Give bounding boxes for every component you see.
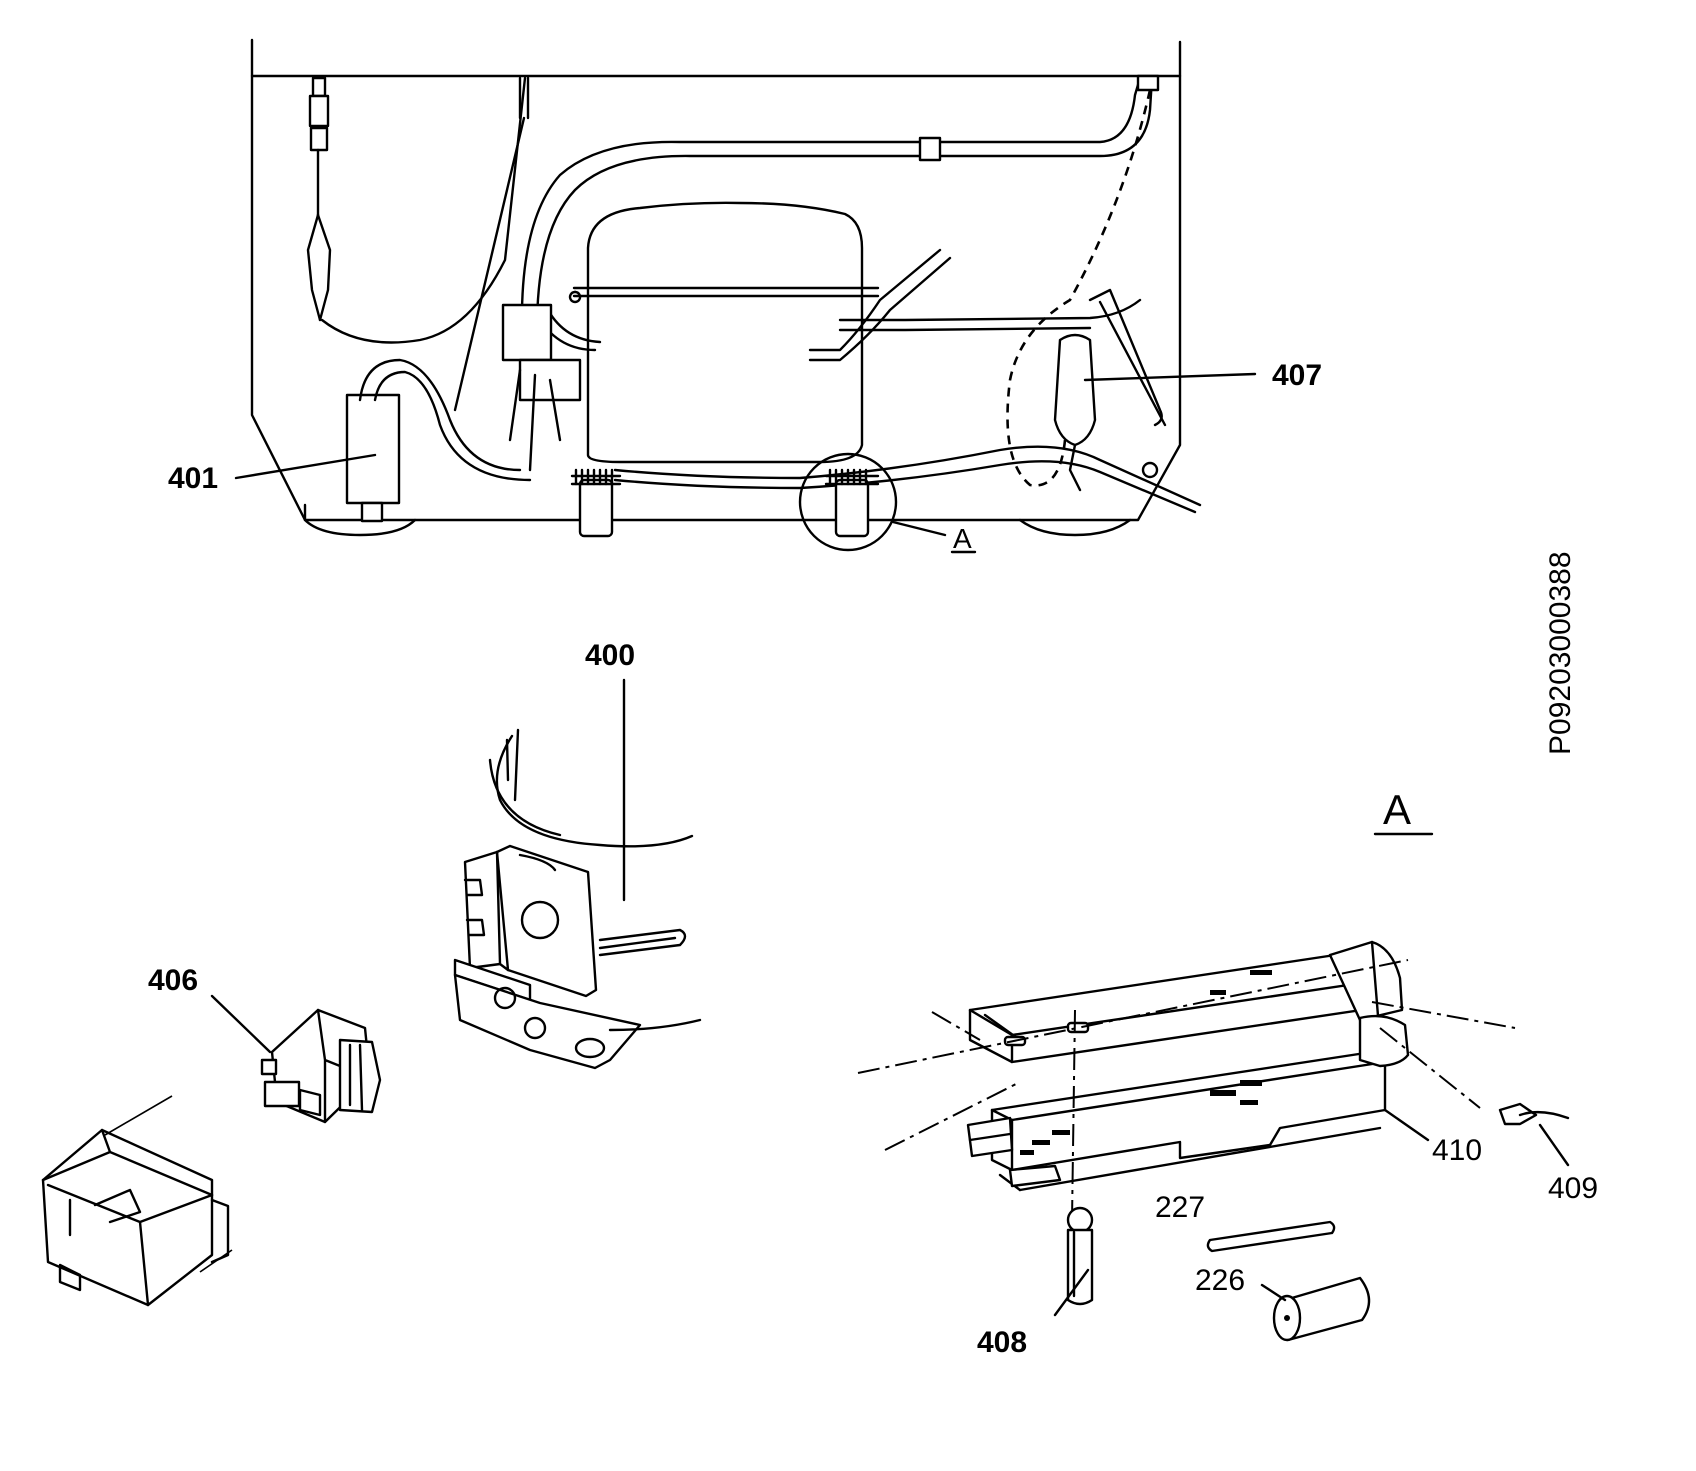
filter-drier-407 <box>1006 89 1167 492</box>
sleeve-226 <box>1272 1276 1371 1342</box>
wiring-harness <box>306 76 530 412</box>
detail-circle-a <box>798 452 898 552</box>
part-label-226: 226 <box>1195 1264 1245 1297</box>
part-label-227: 227 <box>1155 1191 1205 1224</box>
leader-409 <box>1538 1123 1570 1167</box>
mounting-grommet <box>824 468 880 538</box>
leader-226 <box>1260 1283 1287 1302</box>
part-label-401: 401 <box>168 462 218 495</box>
clip-409 <box>1498 1102 1570 1126</box>
part-label-407: 407 <box>1272 359 1322 392</box>
part-label-408: 408 <box>977 1326 1027 1359</box>
compressor <box>538 201 1142 464</box>
cabinet-base-assembly: A <box>250 38 1202 554</box>
leader-407 <box>1083 372 1257 382</box>
relay-406 <box>260 1008 382 1124</box>
starter-relay <box>501 303 582 472</box>
rod-227 <box>1206 1220 1336 1253</box>
part-label-400: 400 <box>585 639 635 672</box>
leader-410 <box>1383 1108 1430 1142</box>
mounting-grommet <box>570 468 622 538</box>
leader-406 <box>210 994 272 1054</box>
part-label-410: 410 <box>1432 1134 1482 1167</box>
relay-cover <box>41 1095 233 1307</box>
plug-408 <box>1066 1206 1094 1306</box>
part-label-406: 406 <box>148 964 198 997</box>
capacitor-401 <box>345 358 532 523</box>
detail-marker-label: A <box>953 523 972 554</box>
part-label-409: 409 <box>1548 1172 1598 1205</box>
compressor-bracket-400 <box>453 728 702 1070</box>
mounting-rail-410 <box>857 940 1516 1221</box>
leader-408 <box>1053 1268 1090 1317</box>
detail-view-title: A <box>1383 786 1411 833</box>
leader-401 <box>234 453 377 480</box>
document-code: P09203000388 <box>1544 551 1577 755</box>
